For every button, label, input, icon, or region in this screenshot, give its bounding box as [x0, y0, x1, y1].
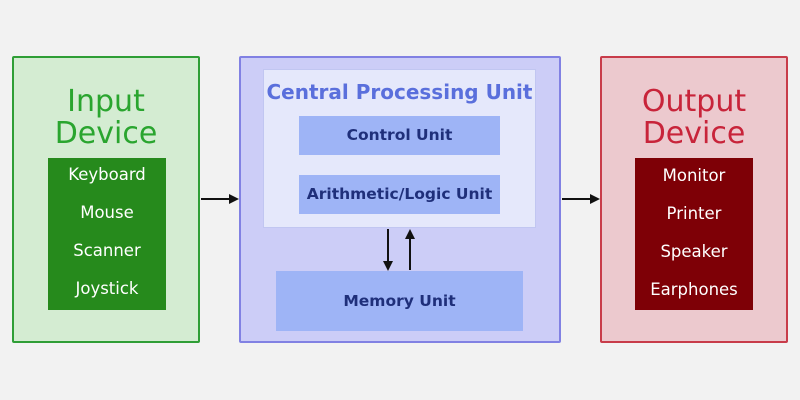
- alu-box: Arithmetic/Logic Unit: [299, 175, 500, 214]
- output-item-speaker: Speaker: [660, 242, 728, 261]
- control-unit-box: Control Unit: [299, 116, 500, 155]
- output-title-line2: Device: [642, 116, 746, 151]
- input-device-title: Input Device: [12, 86, 200, 150]
- input-item-keyboard: Keyboard: [68, 165, 146, 184]
- memory-unit-box: Memory Unit: [276, 271, 523, 331]
- input-title-line1: Input: [67, 84, 145, 119]
- input-item-scanner: Scanner: [73, 241, 141, 260]
- cpu-title: Central Processing Unit: [266, 80, 533, 104]
- output-item-monitor: Monitor: [662, 166, 726, 185]
- output-device-list: Monitor Printer Speaker Earphones: [635, 158, 753, 310]
- output-device-title: Output Device: [600, 86, 788, 150]
- output-item-earphones: Earphones: [650, 280, 738, 299]
- output-title-line1: Output: [641, 84, 747, 119]
- input-item-mouse: Mouse: [80, 203, 134, 222]
- input-device-list: Keyboard Mouse Scanner Joystick: [48, 158, 166, 310]
- input-item-joystick: Joystick: [75, 279, 139, 298]
- output-item-printer: Printer: [666, 204, 722, 223]
- input-title-line2: Device: [54, 116, 158, 151]
